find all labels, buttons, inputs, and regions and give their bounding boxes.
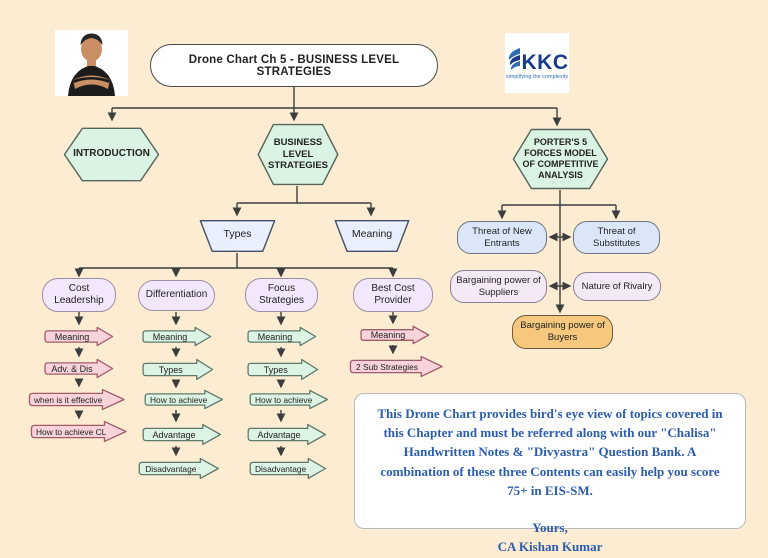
kkc-logo: KKC simplifying the complexity xyxy=(505,33,569,93)
focus-item-meaning: Meaning xyxy=(247,326,317,347)
node-differentiation-label: Differentiation xyxy=(145,289,208,301)
force-label: Threat of New Entrants xyxy=(472,225,532,249)
cost-leadership-item-meaning: Meaning xyxy=(44,326,114,347)
node-introduction: INTRODUCTION xyxy=(63,127,160,182)
arrow-label: Adv. & Dis xyxy=(51,363,93,374)
arrow-label: Meaning xyxy=(370,330,406,340)
note-body: This Drone Chart provides bird's eye vie… xyxy=(377,406,723,498)
arrow-label: 2 Sub Strategies xyxy=(356,361,418,372)
force-label: Bargaining power of Buyers xyxy=(520,320,605,343)
force-label: Nature of Rivalry xyxy=(581,280,653,292)
cost-leadership-item-effective: when is it effective xyxy=(28,388,126,411)
arrow-label: Meaning xyxy=(54,331,90,342)
author-photo xyxy=(55,30,128,96)
chart-title: Drone Chart Ch 5 - BUSINESS LEVEL STRATE… xyxy=(150,44,438,87)
best-cost-item-substrategies: 2 Sub Strategies xyxy=(349,355,444,378)
note-box: This Drone Chart provides bird's eye vie… xyxy=(354,393,746,554)
focus-item-disadvantage: Disadvantage xyxy=(249,457,327,480)
force-label: Bargaining power of Suppliers xyxy=(456,274,541,298)
node-business-level-strategies: BUSINESS LEVEL STRATEGIES xyxy=(257,123,339,186)
author-photo-illustration xyxy=(55,30,128,96)
cost-leadership-item-achieve: How to achieve CL xyxy=(30,420,128,443)
node-best-cost-provider-label: Best Cost Provider xyxy=(371,282,415,307)
node-differentiation: Differentiation xyxy=(138,280,215,311)
focus-item-achieve: How to achieve xyxy=(249,389,329,410)
node-focus-strategies: Focus Strategies xyxy=(245,278,318,312)
node-types-label: Types xyxy=(223,228,252,240)
arrow-label: Disadvantage xyxy=(255,463,307,474)
node-business-level-strategies-label: BUSINESS LEVEL STRATEGIES xyxy=(268,136,328,172)
node-porters-model-label: PORTER'S 5 FORCES MODEL OF COMPETITIVE A… xyxy=(522,136,599,181)
differentiation-item-meaning: Meaning xyxy=(142,326,212,347)
arrow-label: How to achieve xyxy=(255,394,313,405)
chart-title-label: Drone Chart Ch 5 - BUSINESS LEVEL STRATE… xyxy=(188,53,400,78)
differentiation-item-disadvantage: Disadvantage xyxy=(138,457,220,480)
force-threat-substitutes: Threat of Substitutes xyxy=(573,221,660,254)
cost-leadership-item-adv-dis: Adv. & Dis xyxy=(44,358,114,379)
force-bargaining-suppliers: Bargaining power of Suppliers xyxy=(450,270,547,303)
kkc-logo-text: KKC xyxy=(521,50,569,74)
arrow-label: Meaning xyxy=(152,331,188,342)
kkc-logo-tagline: simplifying the complexity xyxy=(505,73,569,80)
force-nature-rivalry: Nature of Rivalry xyxy=(573,272,661,301)
arrow-label: Types xyxy=(263,364,288,375)
kkc-wing-icon xyxy=(508,47,520,70)
node-porters-model: PORTER'S 5 FORCES MODEL OF COMPETITIVE A… xyxy=(512,128,609,190)
arrow-label: Advantage xyxy=(257,429,301,440)
arrow-label: Types xyxy=(158,364,183,375)
arrow-label: How to achieve CL xyxy=(36,426,107,437)
node-meaning: Meaning xyxy=(333,219,411,253)
arrow-label: How to achieve xyxy=(150,394,208,405)
arrow-label: Advantage xyxy=(152,429,196,440)
focus-item-advantage: Advantage xyxy=(247,423,327,446)
best-cost-item-meaning: Meaning xyxy=(360,325,430,345)
differentiation-item-achieve: How to achieve xyxy=(144,389,224,410)
node-focus-strategies-label: Focus Strategies xyxy=(258,282,305,307)
focus-item-types: Types xyxy=(247,358,319,381)
note-signoff: Yours, xyxy=(532,520,568,536)
node-types: Types xyxy=(198,219,277,253)
node-best-cost-provider: Best Cost Provider xyxy=(353,278,433,312)
node-cost-leadership-label: Cost Leadership xyxy=(54,282,104,307)
arrow-label: Meaning xyxy=(257,331,293,342)
note-author: CA Kishan Kumar xyxy=(497,539,603,555)
differentiation-item-advantage: Advantage xyxy=(142,423,222,446)
node-meaning-label: Meaning xyxy=(351,228,393,240)
force-threat-new-entrants: Threat of New Entrants xyxy=(457,221,547,254)
force-label: Threat of Substitutes xyxy=(593,225,640,249)
arrow-label: Disadvantage xyxy=(145,463,197,474)
differentiation-item-types: Types xyxy=(142,358,214,381)
node-cost-leadership: Cost Leadership xyxy=(42,278,116,312)
node-introduction-label: INTRODUCTION xyxy=(73,148,150,160)
arrow-label: when is it effective xyxy=(34,394,103,405)
force-bargaining-buyers: Bargaining power of Buyers xyxy=(512,315,613,349)
